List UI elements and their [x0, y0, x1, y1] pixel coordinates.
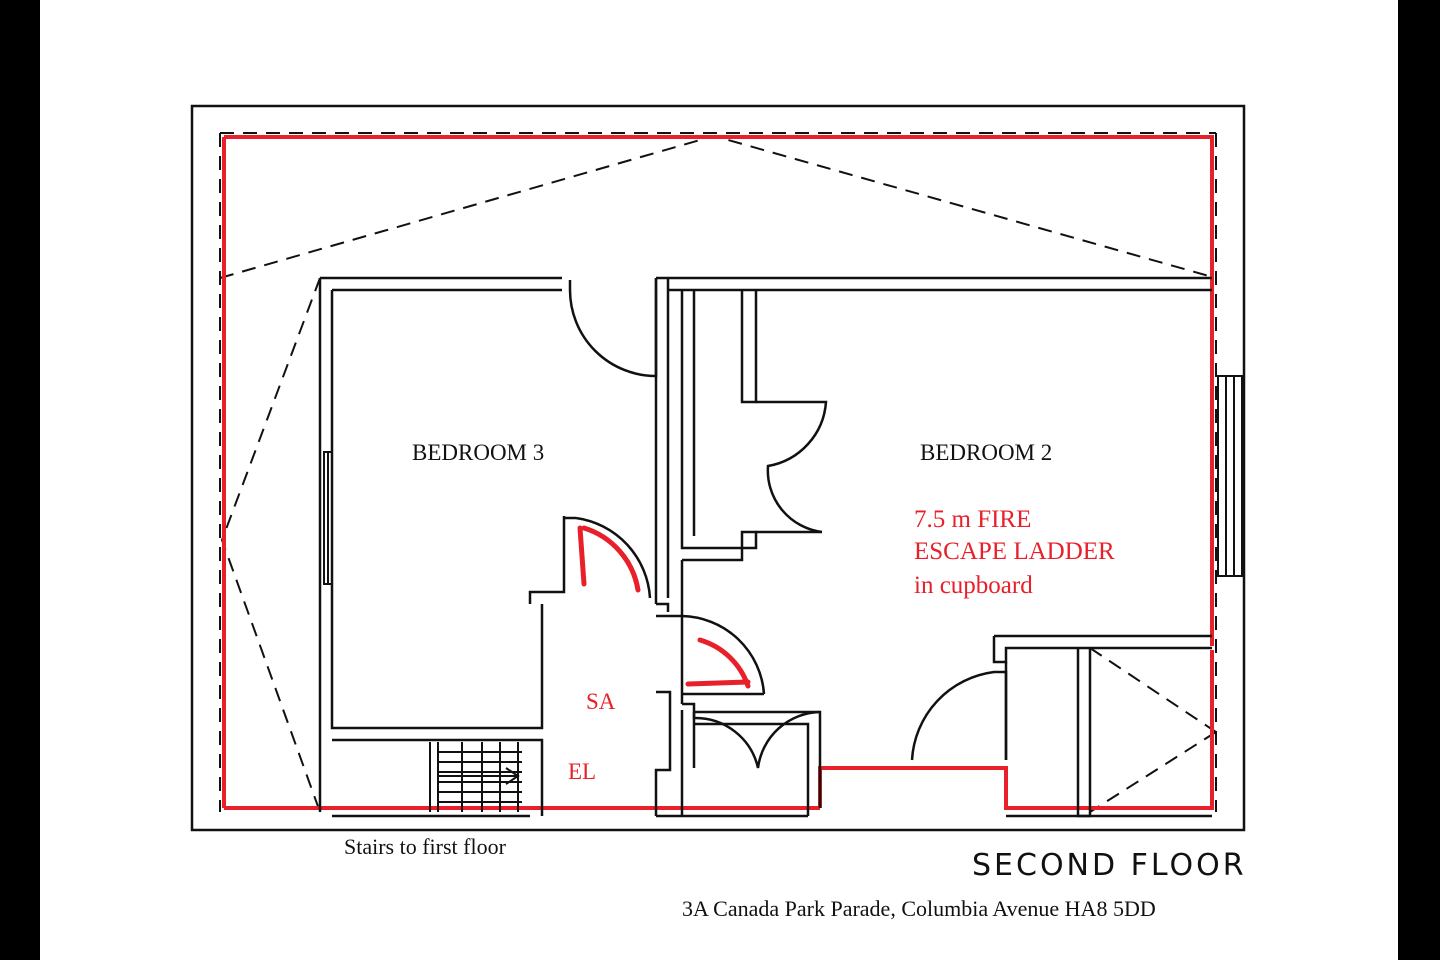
- door-bedroom2-cupboard: [910, 670, 1008, 761]
- fire-ladder-note-line3: in cupboard: [914, 572, 1033, 599]
- smoke-alarm-marker: SA: [586, 689, 616, 714]
- building-outline: [190, 104, 1246, 832]
- door-landing-cupboard: [692, 710, 821, 769]
- door-bedroom2: [681, 614, 766, 695]
- floor-title: SECOND FLOOR: [972, 848, 1247, 883]
- escape-route-boundary: [222, 135, 1214, 810]
- doors: [564, 280, 1008, 769]
- roof-lines: [192, 132, 1244, 831]
- bedroom3-label: BEDROOM 3: [412, 440, 545, 465]
- fire-ladder-note-line2: ESCAPE LADDER: [914, 538, 1115, 565]
- door-cupboard-upper: [756, 400, 828, 534]
- address-label: 3A Canada Park Parade, Columbia Avenue H…: [682, 896, 1156, 921]
- drawing-sheet: [40, 0, 1398, 960]
- staircase: [429, 742, 522, 812]
- window-right: [1217, 375, 1243, 577]
- window-left: [323, 451, 333, 585]
- escape-ladder-marker: EL: [568, 759, 597, 784]
- fire-ladder-note-line1: 7.5 m FIRE: [914, 506, 1032, 533]
- fire-door-markings: [577, 525, 751, 689]
- stairs-label: Stairs to first floor: [344, 834, 506, 859]
- bedroom2-label: BEDROOM 2: [920, 440, 1053, 465]
- door-bedroom3: [568, 289, 658, 378]
- door-hall: [575, 516, 652, 599]
